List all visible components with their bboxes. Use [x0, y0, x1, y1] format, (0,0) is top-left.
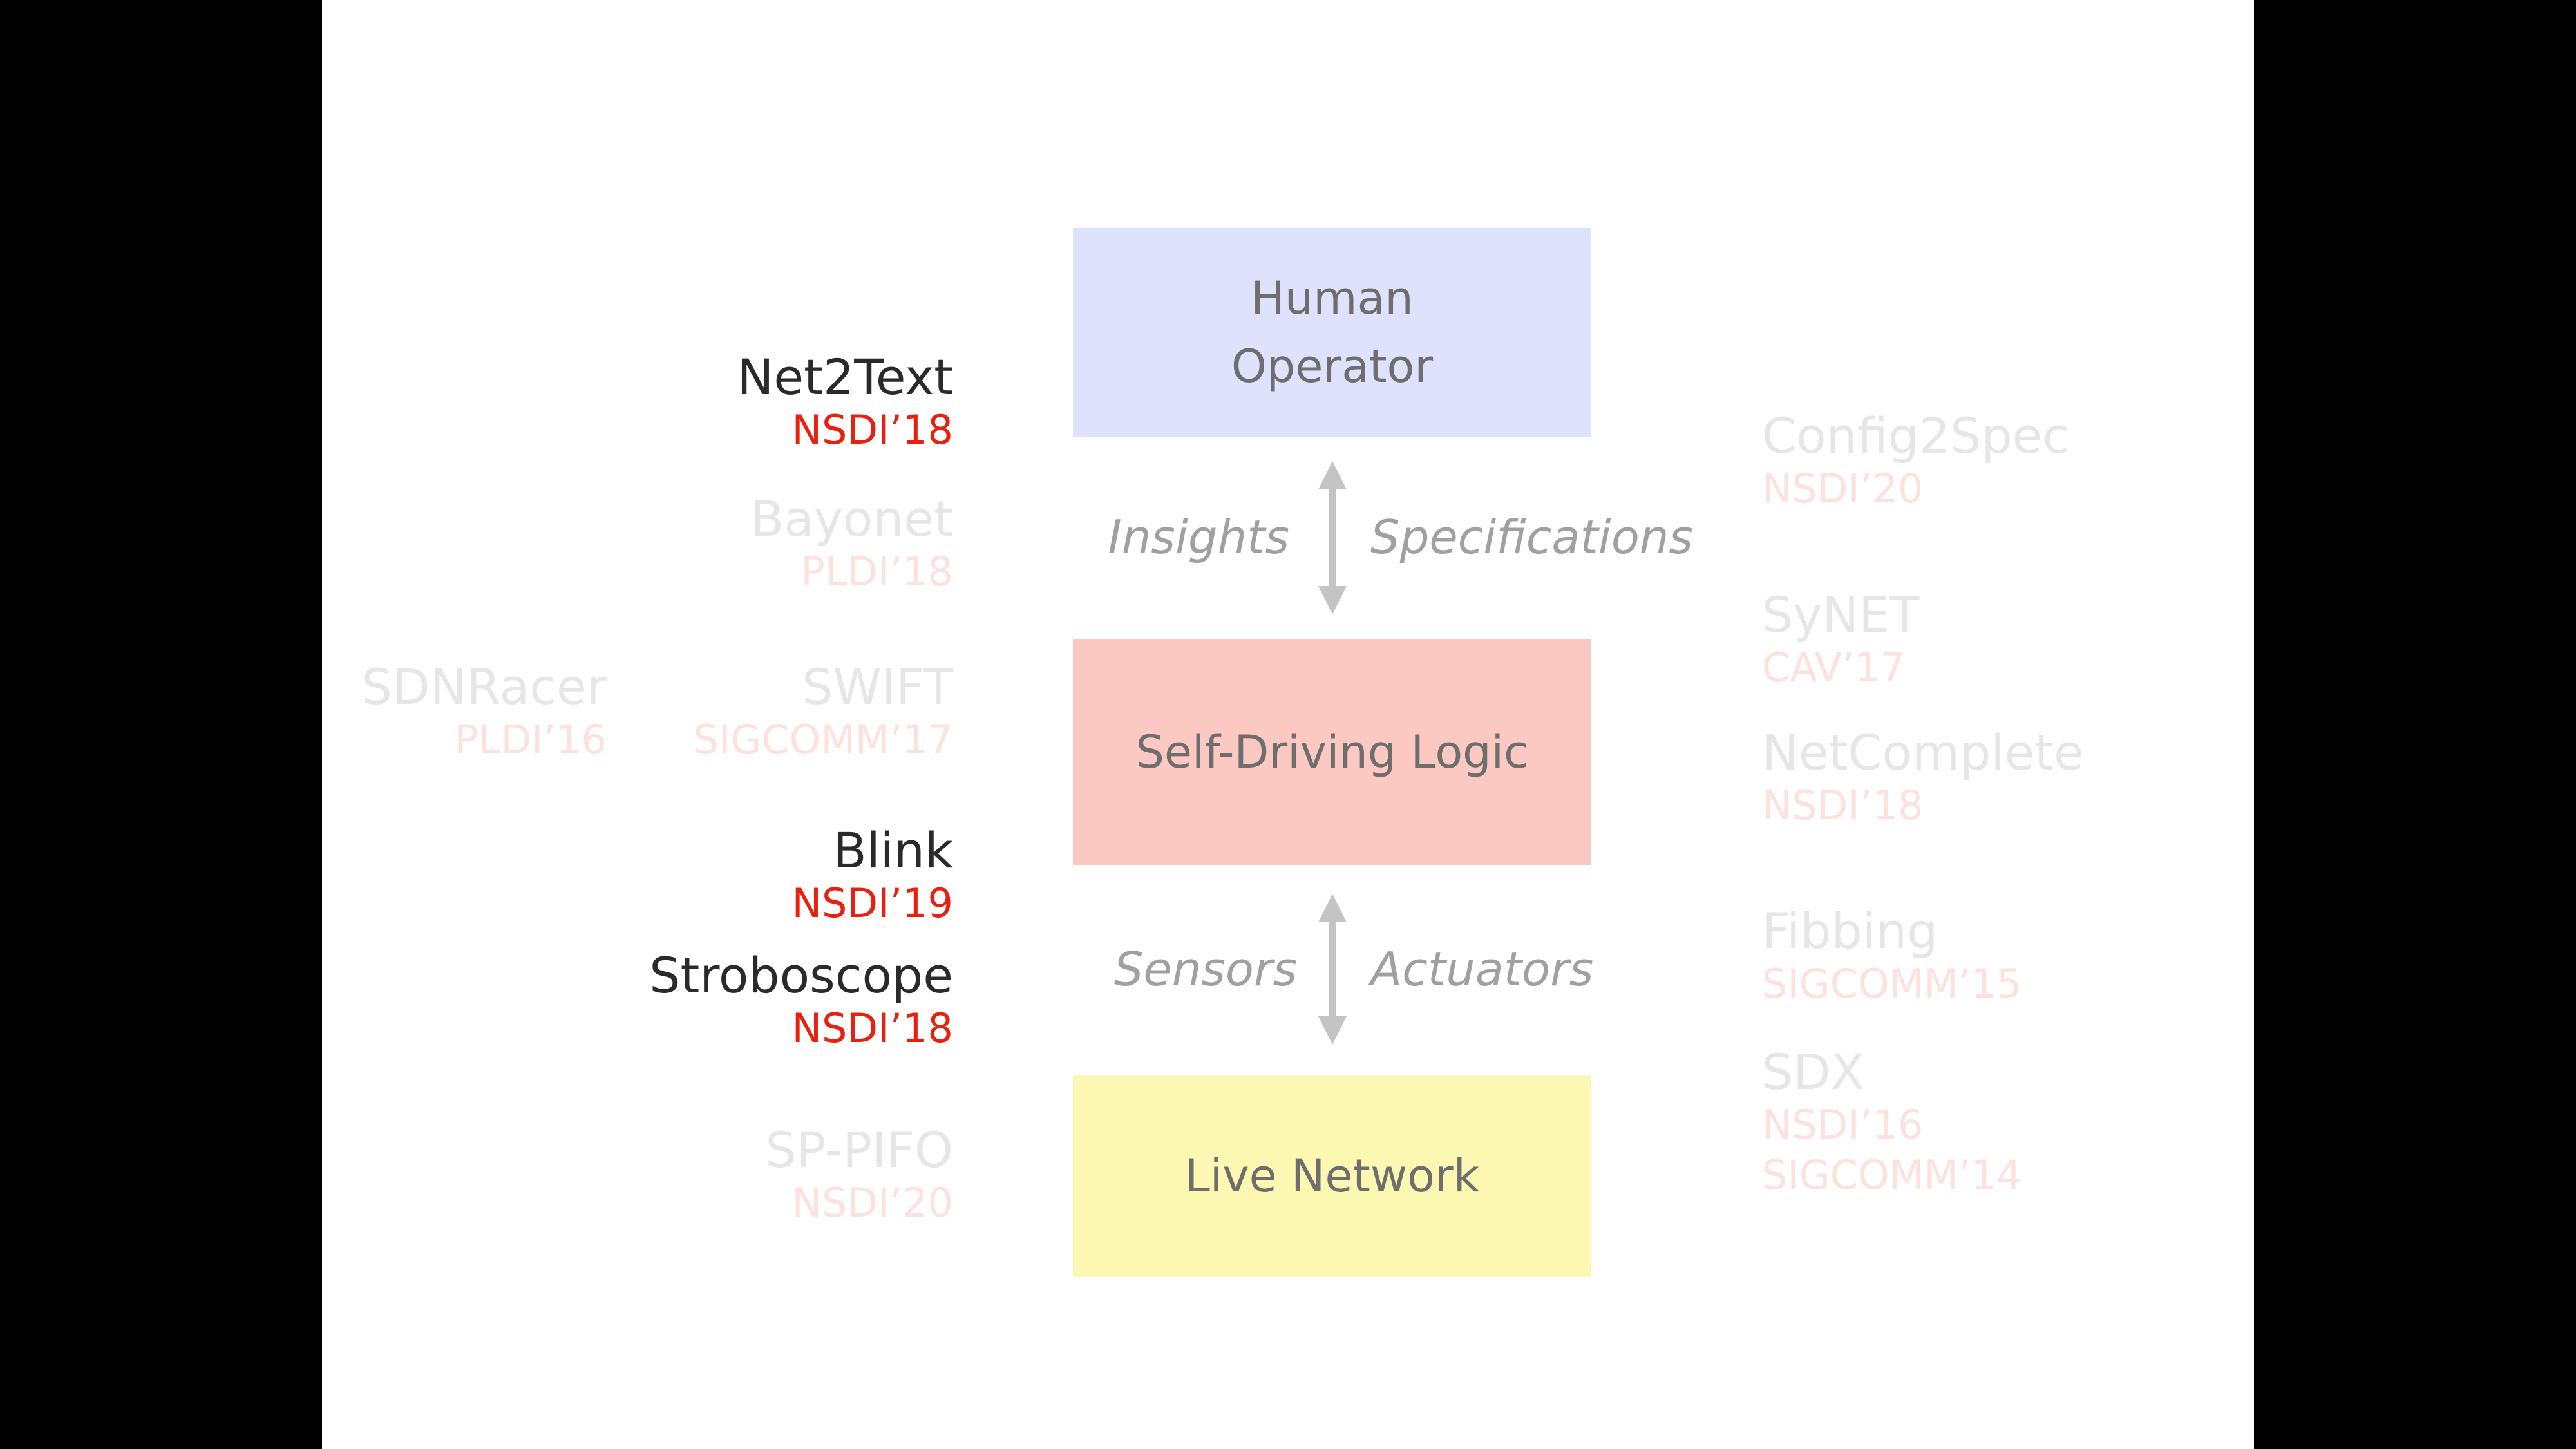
- human-operator-box: Human Operator: [1073, 228, 1591, 437]
- reference-fibbing: Fibbing SIGCOMM’15: [1762, 904, 2022, 1009]
- insights-label: Insights: [1108, 510, 1289, 564]
- reference-name: NetComplete: [1762, 724, 2084, 781]
- reference-name: Bayonet: [750, 490, 953, 547]
- reference-venue: SIGCOMM’14: [1762, 1151, 2022, 1198]
- reference-synet: SyNET CAV’17: [1762, 587, 1920, 693]
- human-operator-label-line-2: Operator: [1231, 340, 1434, 393]
- human-operator-label-line-1: Human: [1251, 272, 1414, 325]
- reference-stroboscope: Stroboscope NSDI’18: [649, 948, 953, 1054]
- reference-name: Fibbing: [1762, 902, 1938, 960]
- reference-venue: NSDI’20: [791, 1179, 953, 1226]
- self-driving-logic-label: Self-Driving Logic: [1135, 726, 1529, 779]
- reference-name: Blink: [833, 822, 953, 879]
- reference-net2text: Net2Text NSDI’18: [737, 350, 953, 455]
- reference-sdnracer: SDNRacer PLDI’16: [361, 659, 607, 765]
- double-arrow-bottom: [1318, 894, 1347, 1045]
- reference-name: Net2Text: [737, 348, 953, 406]
- double-arrow-top: [1318, 461, 1347, 614]
- reference-venue: SIGCOMM’17: [693, 716, 953, 763]
- reference-venue: SIGCOMM’15: [1762, 960, 2022, 1007]
- reference-venue: NSDI’19: [791, 880, 953, 927]
- actuators-label: Actuators: [1370, 942, 1594, 996]
- reference-swift: SWIFT SIGCOMM’17: [694, 659, 953, 765]
- reference-name: SyNET: [1762, 586, 1920, 643]
- reference-name: SWIFT: [802, 658, 953, 715]
- reference-venue: NSDI’20: [1762, 465, 1924, 512]
- reference-name: SDNRacer: [361, 658, 607, 715]
- reference-config2spec: Config2Spec NSDI’20: [1762, 408, 2069, 514]
- reference-name: SDX: [1762, 1043, 1864, 1101]
- reference-netcomplete: NetComplete NSDI’18: [1762, 725, 2084, 831]
- reference-name: Stroboscope: [649, 947, 953, 1004]
- reference-sp-pifo: SP-PIFO NSDI’20: [765, 1122, 953, 1228]
- live-network-box: Live Network: [1073, 1075, 1591, 1277]
- live-network-label: Live Network: [1184, 1150, 1480, 1202]
- reference-venue: NSDI’18: [791, 406, 953, 453]
- reference-venue: PLDI’18: [800, 548, 953, 595]
- reference-blink: Blink NSDI’19: [792, 823, 953, 929]
- reference-name: SP-PIFO: [765, 1121, 953, 1179]
- reference-sdx: SDX NSDI’16 SIGCOMM’14: [1762, 1045, 2022, 1200]
- reference-bayonet: Bayonet PLDI’18: [750, 491, 953, 597]
- reference-name: Config2Spec: [1762, 407, 2070, 464]
- sensors-label: Sensors: [1113, 942, 1297, 996]
- self-driving-logic-box: Self-Driving Logic: [1073, 639, 1591, 865]
- reference-venue: NSDI’18: [1762, 782, 1924, 829]
- reference-venue: NSDI’18: [791, 1005, 953, 1052]
- reference-venue: PLDI’16: [454, 716, 607, 763]
- specifications-label: Specifications: [1370, 510, 1693, 564]
- slide: Human Operator Self-Driving Logic Live N…: [322, 0, 2254, 1449]
- reference-venue: CAV’17: [1762, 644, 1906, 691]
- reference-venue: NSDI’16: [1762, 1101, 1924, 1148]
